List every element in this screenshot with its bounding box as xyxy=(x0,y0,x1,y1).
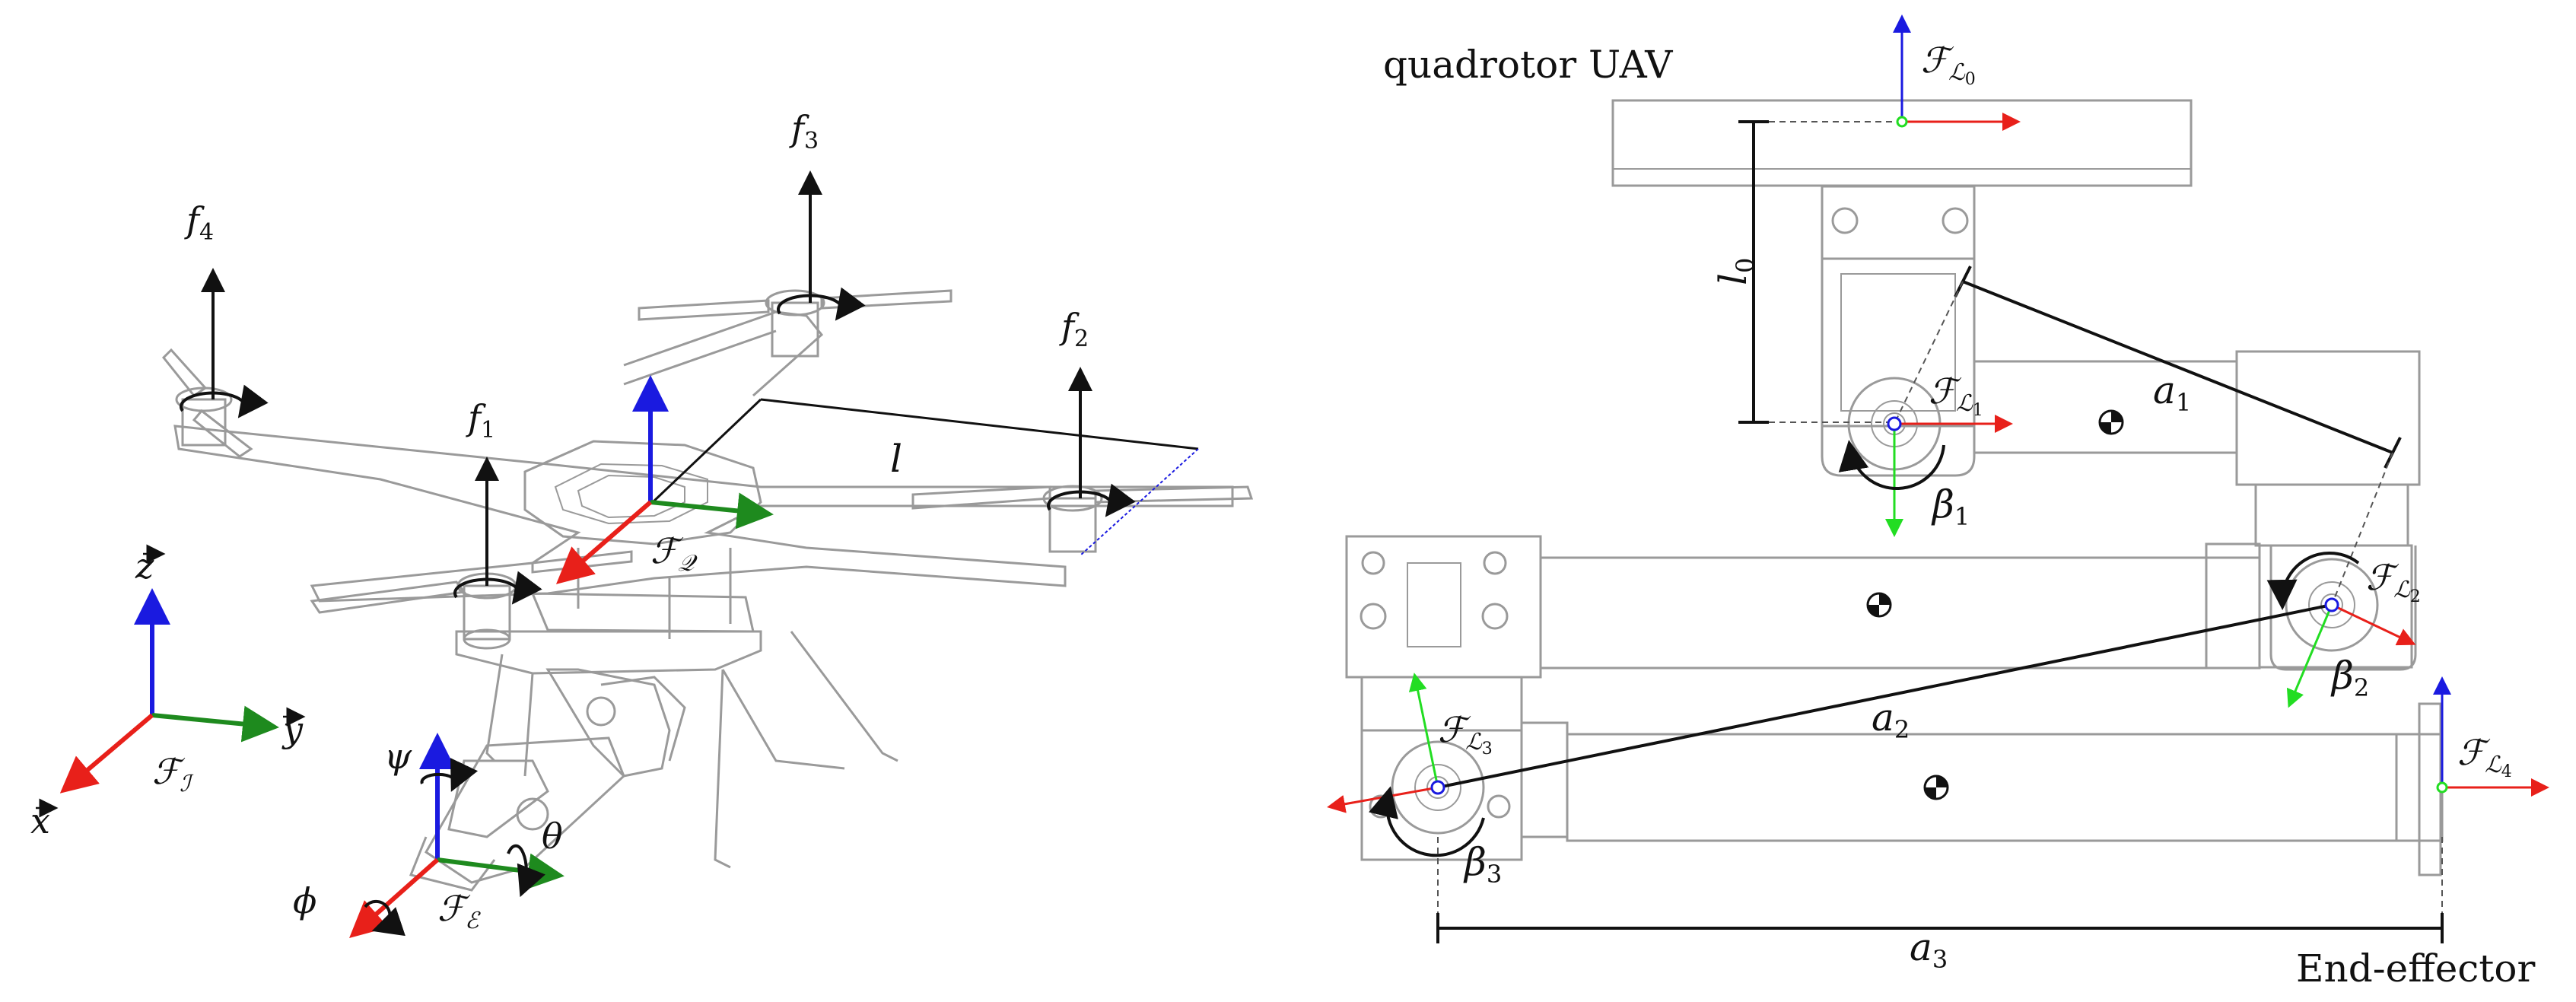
body-frame-x-axis xyxy=(555,500,652,584)
label-f3: f3 xyxy=(789,108,819,154)
label-f4: f4 xyxy=(184,199,214,246)
label-l: l xyxy=(890,437,902,481)
manipulator-drawing xyxy=(1327,14,2549,943)
servo-2-output xyxy=(1345,535,1542,679)
label-beta2: β2 xyxy=(2330,654,2369,702)
label-frame-I: ℱℐ xyxy=(152,751,194,797)
rotor-3-rotation-arrow xyxy=(777,287,866,321)
link-3 xyxy=(1566,733,2444,842)
frame-L0 xyxy=(1893,14,2021,131)
phi-rotation-arrow xyxy=(364,899,405,937)
label-frame-E: ℱℰ xyxy=(437,888,481,934)
arm-length-line xyxy=(760,398,1199,450)
label-psi: ψ xyxy=(384,736,412,777)
label-beta3: β3 xyxy=(1463,840,1502,889)
quadrotor-frame xyxy=(173,310,1234,892)
com-link-1 xyxy=(2098,409,2124,435)
inertial-y-axis xyxy=(151,705,279,743)
a2-dimension xyxy=(1437,603,2333,789)
label-quadrotor-uav: quadrotor UAV xyxy=(1383,43,1673,87)
arm-length-line-left xyxy=(651,398,762,504)
com-link-3 xyxy=(1923,775,1949,800)
label-l0: l0 xyxy=(1711,258,1760,285)
servo-2 xyxy=(2235,350,2421,671)
label-f2: f2 xyxy=(1059,306,1089,352)
label-beta1: β1 xyxy=(1931,482,1970,531)
link-2 xyxy=(1539,556,2261,670)
label-end-effector: End-effector xyxy=(2296,946,2536,991)
label-theta: θ xyxy=(542,816,563,857)
servo-1 xyxy=(1821,185,1976,477)
psi-rotation-arrow xyxy=(420,758,479,792)
frame-L3 xyxy=(1327,673,1485,857)
label-frame-L0: ℱℒ0 xyxy=(1921,40,1976,89)
body-frame-y-axis xyxy=(650,492,774,530)
quadrotor-drawing xyxy=(36,170,1254,938)
rotor-1-rotation-arrow xyxy=(453,571,542,605)
label-z-axis: z xyxy=(135,546,154,587)
ee-frame-x-axis xyxy=(349,857,439,938)
label-f1: f1 xyxy=(466,397,495,444)
propeller-2 xyxy=(911,485,1254,553)
label-frame-Q: ℱ𝒬 xyxy=(650,530,698,577)
label-a1: a1 xyxy=(2153,368,2191,417)
label-phi: ϕ xyxy=(293,880,316,921)
frame-L2 xyxy=(2266,552,2416,708)
propeller-3 xyxy=(638,289,952,358)
frame-L1 xyxy=(1838,415,2013,537)
label-x-axis: x xyxy=(30,800,50,841)
label-frame-L4: ℱℒ4 xyxy=(2457,732,2512,781)
rotor-4-rotation-arrow xyxy=(180,384,269,418)
label-frame-L3: ℱℒ3 xyxy=(1438,709,1493,759)
label-a3: a3 xyxy=(1910,925,1948,974)
com-link-2 xyxy=(1866,592,1892,618)
rotor-2-rotation-arrow xyxy=(1047,483,1136,517)
a1-dimension xyxy=(1962,280,2393,454)
inertial-x-axis xyxy=(59,713,154,794)
label-y-axis: y xyxy=(281,709,304,750)
label-a2: a2 xyxy=(1872,695,1910,744)
theta-rotation-arrow xyxy=(507,844,545,898)
frame-L4 xyxy=(2433,676,2549,797)
